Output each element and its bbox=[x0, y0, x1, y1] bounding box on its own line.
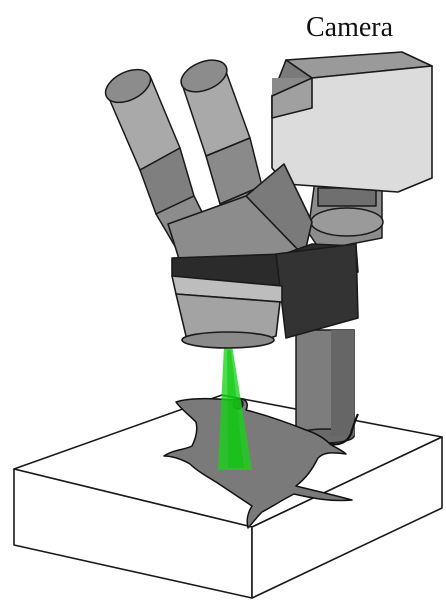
camera-label: Camera bbox=[306, 12, 394, 43]
stand-column bbox=[296, 330, 354, 443]
ring-side-block bbox=[276, 244, 358, 338]
camera-body bbox=[272, 52, 432, 192]
objective-lens bbox=[176, 294, 280, 348]
